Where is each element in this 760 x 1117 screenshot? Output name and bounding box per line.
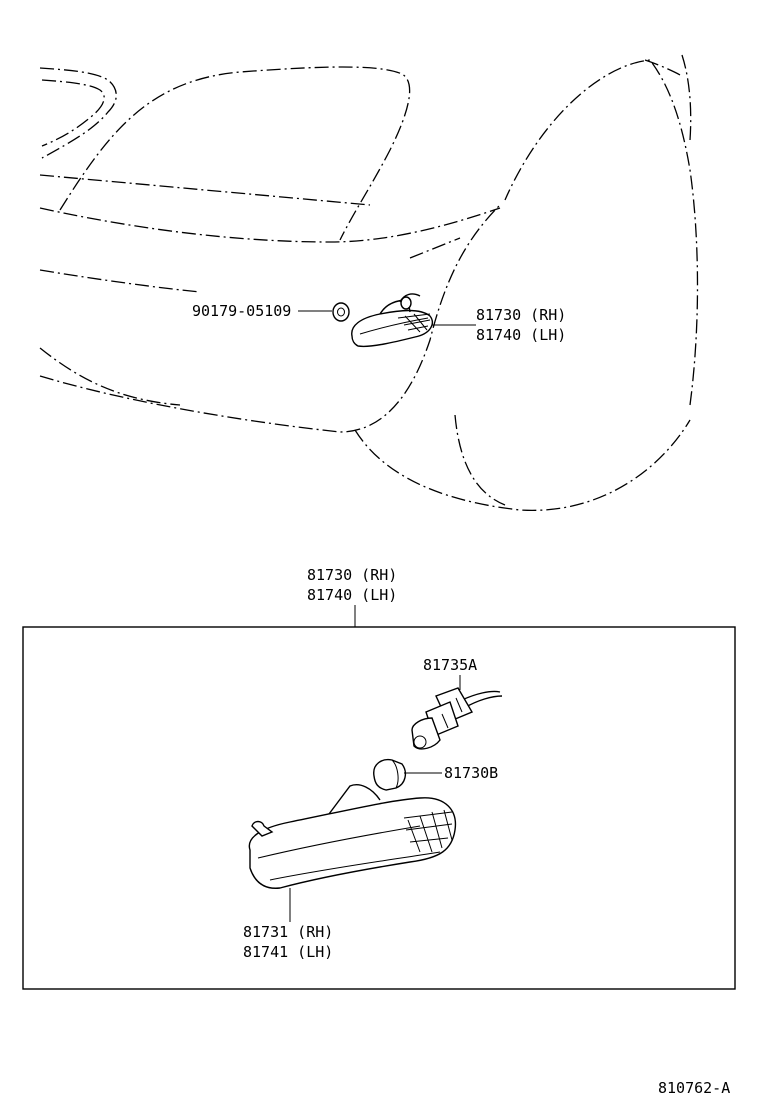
lamp-rh-label: 81730 (RH) xyxy=(476,306,566,324)
clip-part xyxy=(332,302,350,322)
side-marker-lamp-installed xyxy=(351,293,433,348)
figure-id: 810762-A xyxy=(658,1079,730,1097)
clip-label: 90179-05109 xyxy=(192,302,291,320)
car-body-outline xyxy=(39,54,699,511)
socket-label: 81735A xyxy=(423,656,477,674)
lamp-lh-label: 81740 (LH) xyxy=(476,326,566,344)
lamp-lens xyxy=(248,784,457,889)
lens-rh-label: 81731 (RH) xyxy=(243,923,333,941)
detail-box xyxy=(22,626,736,990)
assembly-rh-label: 81730 (RH) xyxy=(307,566,397,584)
bulb-label: 81730B xyxy=(444,764,498,782)
bulb xyxy=(373,758,407,791)
assembly-lh-label: 81740 (LH) xyxy=(307,586,397,604)
bulb-socket xyxy=(411,675,503,750)
lens-lh-label: 81741 (LH) xyxy=(243,943,333,961)
